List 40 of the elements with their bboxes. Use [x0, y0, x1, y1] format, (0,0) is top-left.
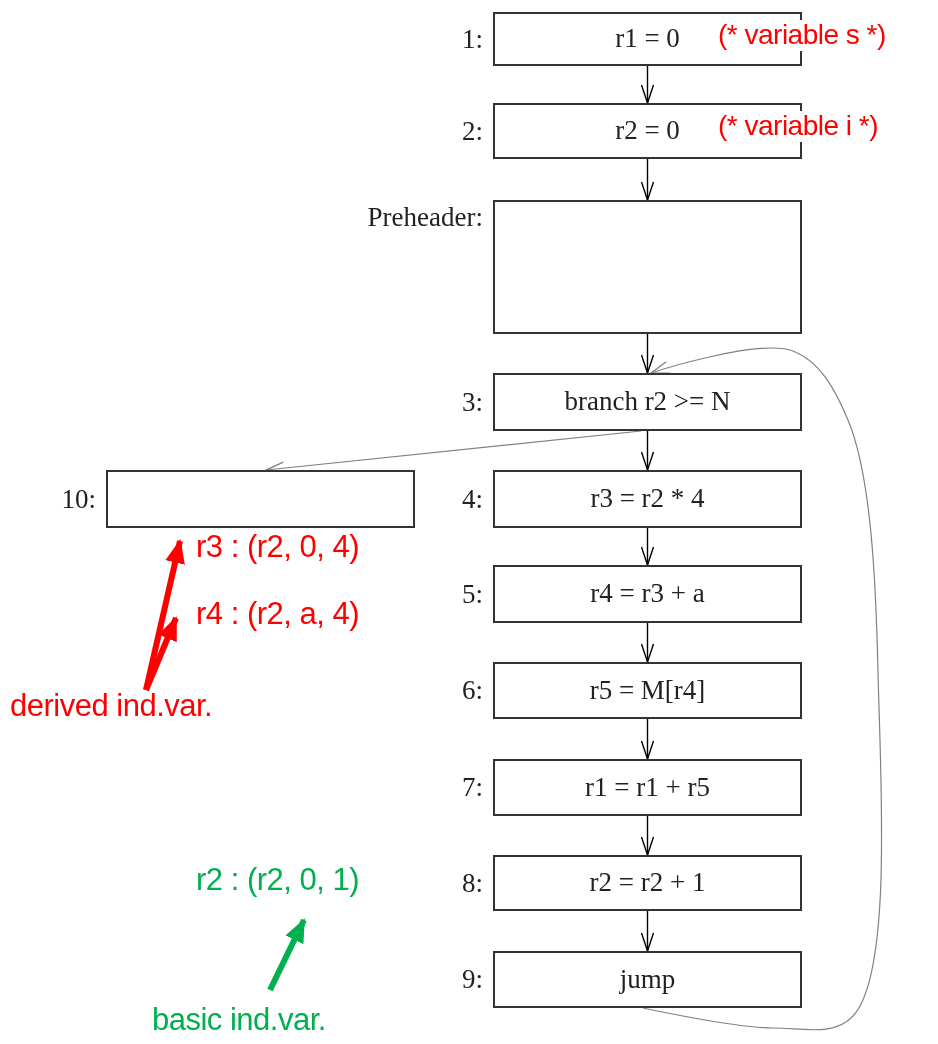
comment-text: (* variable s *)	[718, 20, 886, 51]
block-label: 4:	[462, 485, 483, 513]
block-label: 8:	[462, 869, 483, 897]
instruction-text: r5 = M[r4]	[589, 675, 706, 706]
block-label: 10:	[61, 485, 96, 513]
control-flow-arrow	[640, 430, 655, 471]
annotation-text: r4 : (r2, a, 4)	[196, 596, 360, 632]
annotation-text: r3 : (r2, 0, 4)	[196, 529, 360, 565]
block-label: 6:	[462, 677, 483, 704]
control-flow-arrow	[640, 815, 655, 856]
instruction-text: r3 = r2 * 4	[590, 484, 705, 514]
control-flow-arrow	[640, 333, 655, 374]
control-flow-arrow	[640, 622, 655, 663]
block-label: 3:	[462, 388, 483, 416]
comment-text: (* variable i *)	[718, 111, 879, 142]
block-label: 1:	[462, 25, 483, 53]
annotation-text: r2 : (r2, 0, 1)	[196, 862, 360, 898]
block-label: 2:	[462, 117, 483, 145]
back-edge-arrow	[642, 347, 883, 1031]
instruction-text: jump	[619, 964, 676, 995]
instruction-text: r1 = r1 + r5	[585, 772, 710, 803]
control-flow-arrow	[640, 718, 655, 760]
block-label: Preheader:	[367, 204, 483, 231]
control-flow-arrow	[640, 65, 655, 104]
pointer-arrow	[143, 616, 179, 692]
control-flow-arrow	[640, 910, 655, 952]
instruction-text: r4 = r3 + a	[590, 579, 705, 609]
instruction-text: r2 = 0	[615, 116, 680, 146]
pointer-arrow	[267, 918, 307, 992]
annotation-text: basic ind.var.	[152, 1002, 326, 1038]
block-label: 9:	[462, 966, 483, 993]
control-flow-arrow	[640, 158, 655, 201]
block-label: 5:	[462, 580, 483, 608]
pointer-arrow	[143, 539, 185, 691]
instruction-text: r1 = 0	[615, 24, 680, 54]
instruction-text: r2 = r2 + 1	[589, 868, 706, 898]
control-flow-arrow	[640, 527, 655, 566]
annotation-text: derived ind.var.	[10, 688, 213, 724]
instruction-text: branch r2 >= N	[564, 387, 731, 417]
block-label: 7:	[462, 774, 483, 801]
